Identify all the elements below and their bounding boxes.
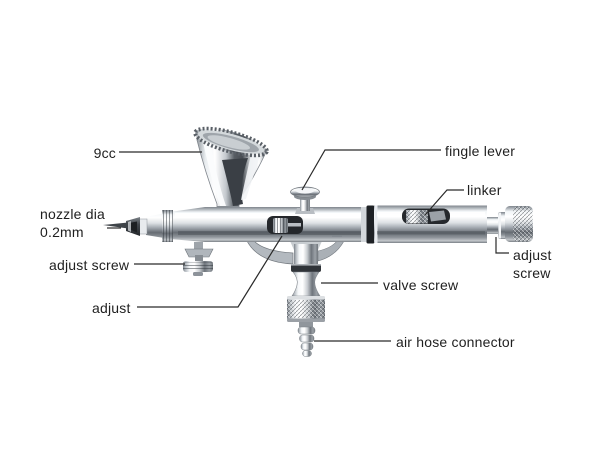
cup-inner-shadow (222, 158, 248, 206)
airbrush-body (146, 205, 487, 244)
label-adjust-screw-left: adjust screw (49, 257, 130, 273)
rear-neck (487, 217, 499, 234)
connector-neck (299, 322, 313, 327)
linker-lever (429, 210, 446, 222)
label-adjust-screw-right: adjust screw (513, 247, 552, 281)
leader-linker (424, 189, 464, 216)
air-valve-assembly (246, 240, 345, 357)
nozzle (103, 217, 148, 236)
label-fingle-lever: fingle lever (445, 143, 516, 159)
valve-screw (291, 271, 321, 297)
label-cup-capacity: 9cc (93, 145, 116, 161)
valve-body (294, 244, 318, 265)
adjust-cutout (267, 216, 303, 234)
leader-lines (107, 149, 509, 342)
paint-cup (193, 126, 269, 213)
needle-tip (103, 222, 128, 229)
body-marking (332, 235, 342, 237)
nozzle-ring (138, 218, 148, 235)
label-valve-screw: valve screw (383, 277, 459, 293)
label-linker: linker (467, 182, 502, 198)
label-air-hose-connector: air hose connector (396, 334, 515, 350)
rear-adjust-screw (487, 206, 533, 242)
finger-lever (290, 186, 320, 214)
air-hose-connector (297, 326, 316, 357)
cup-highlight (203, 140, 226, 206)
left-adjust-screw (183, 242, 214, 276)
label-nozzle-dia: nozzle dia 0.2mm (40, 206, 106, 240)
leader-adjust (137, 235, 283, 308)
cup-rim (193, 126, 269, 158)
label-adjust: adjust (92, 300, 131, 316)
lever-stem (300, 196, 310, 211)
valve-arm-right (317, 240, 345, 262)
body-seam-ring (366, 205, 375, 244)
valve-ring (291, 264, 321, 272)
linker-cutout (402, 208, 450, 224)
leader-fingle-lever (301, 149, 441, 191)
leader-adjust-screw-right (495, 237, 509, 254)
valve-arm-left (246, 240, 294, 265)
